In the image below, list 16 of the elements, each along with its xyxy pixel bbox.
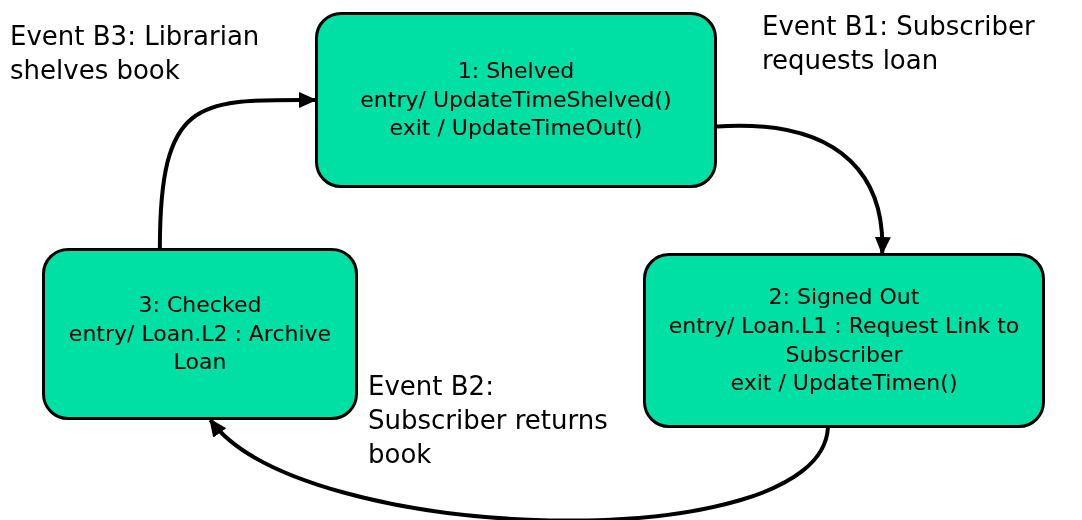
edge-label: Event B2: Subscriber returns book [368, 370, 609, 471]
exit-action: exit / UpdateTimeOut() [389, 114, 643, 143]
exit-action: exit / UpdateTimen() [730, 369, 958, 398]
state-box [643, 253, 1045, 428]
state-box [42, 248, 358, 420]
entry-action: entry/ UpdateTimeShelved() [360, 85, 672, 114]
state-name: 3: Checked [138, 291, 262, 320]
transition-arrow [157, 92, 317, 249]
edge-label: Event B1: Subscriber requests loan [762, 10, 1036, 77]
entry-action: entry/ Loan.L2 : Archive Loan [67, 319, 333, 377]
state-box [315, 12, 717, 188]
state-name: 2: Signed Out [768, 283, 920, 312]
transition-arrow [716, 123, 891, 255]
transition-arrow [208, 418, 830, 520]
state-name: 1: Shelved [457, 57, 575, 86]
edge-label: Event B3: Librarian shelves book [10, 20, 261, 87]
